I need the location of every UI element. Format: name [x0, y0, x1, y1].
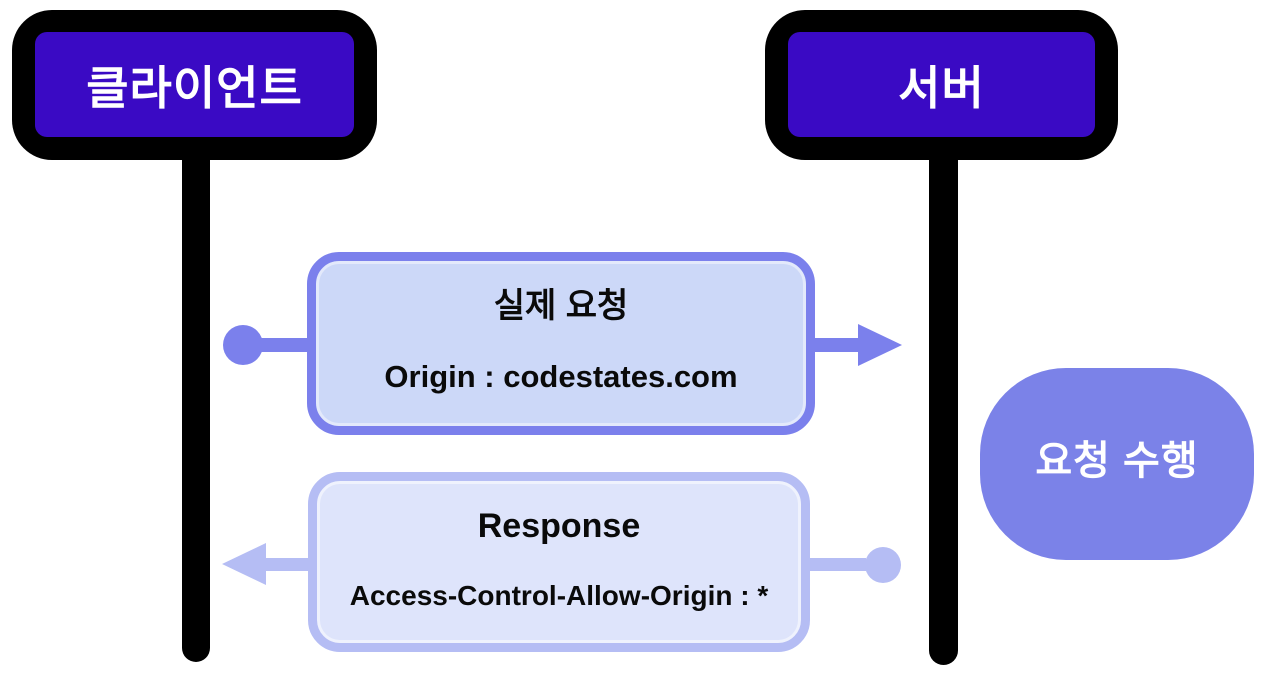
response-message-box: Response Access-Control-Allow-Origin : * — [308, 472, 810, 652]
response-line-left — [262, 558, 310, 571]
server-lifeline — [929, 150, 958, 665]
request-line-right — [812, 338, 860, 352]
client-sign: 클라이언트 — [12, 10, 377, 160]
request-arrowhead-icon — [858, 324, 902, 366]
request-message-box: 실제 요청 Origin : codestates.com — [307, 252, 815, 435]
request-line-left — [243, 338, 310, 352]
server-action-bubble: 요청 수행 — [980, 368, 1254, 560]
response-arrowhead-icon — [222, 543, 266, 585]
response-line-right — [808, 558, 866, 571]
response-title: Response — [477, 507, 641, 546]
client-label: 클라이언트 — [35, 32, 354, 137]
response-allow-origin-header: Access-Control-Allow-Origin : * — [349, 580, 769, 612]
request-origin-header: Origin : codestates.com — [384, 359, 738, 395]
response-origin-dot — [865, 547, 901, 583]
client-lifeline — [182, 150, 210, 662]
server-label: 서버 — [788, 32, 1095, 137]
server-sign: 서버 — [765, 10, 1118, 160]
request-title: 실제 요청 — [493, 287, 629, 326]
